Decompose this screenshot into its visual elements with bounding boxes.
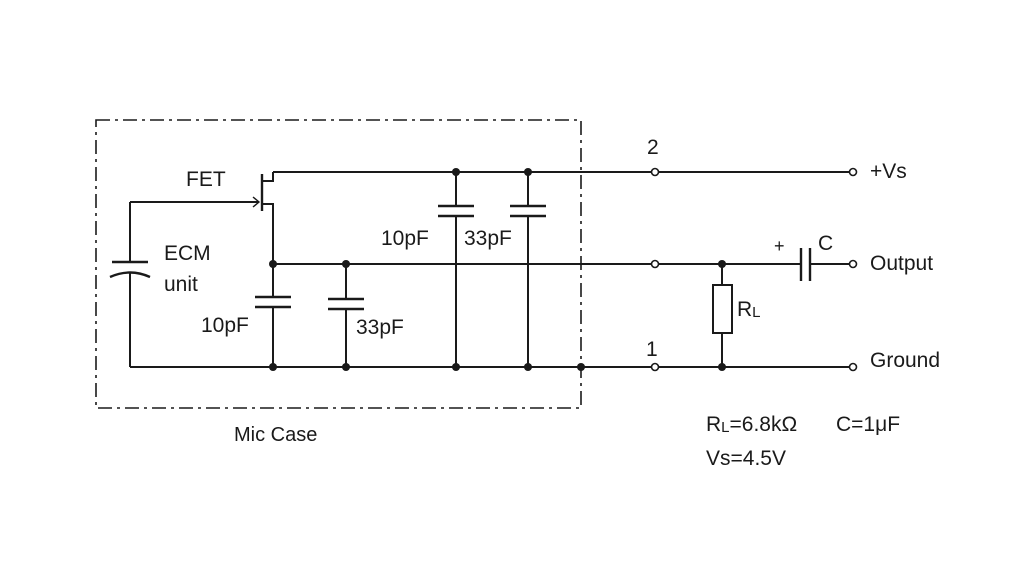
pin-1-label: 1 (646, 338, 658, 361)
cap-top-33pf-label: 33pF (464, 227, 512, 250)
fet-drain (262, 172, 274, 182)
rl-label: RL (737, 299, 761, 320)
vs-terminal (848, 167, 858, 177)
junction-dot (342, 363, 350, 371)
junction-dot (524, 168, 532, 176)
ecm-label-line2: unit (164, 273, 198, 296)
junction-dot (524, 363, 532, 371)
fet-label: FET (186, 168, 226, 191)
junction-dot (577, 363, 585, 371)
cap-inner-10pf-label: 10pF (201, 314, 249, 337)
junction-dot (269, 363, 277, 371)
cap-inner-33pf-label: 33pF (356, 316, 404, 339)
rl-resistor-body (712, 284, 733, 334)
junction-dot (452, 168, 460, 176)
output-terminal (848, 259, 858, 269)
vs-terminal-label: +Vs (870, 160, 907, 183)
pin-output-terminal (650, 259, 660, 269)
spec-rl-value: =6.8kΩ (729, 413, 798, 436)
ground-terminal (848, 362, 858, 372)
junction-dot (718, 363, 726, 371)
pin-2-terminal (650, 167, 660, 177)
junction-dot (718, 260, 726, 268)
pin-2-label: 2 (647, 136, 659, 159)
junction-dot (342, 260, 350, 268)
mic-case-label: Mic Case (234, 424, 318, 446)
fet-gate-arrow (252, 196, 261, 208)
spec-c: C=1μF (836, 413, 901, 436)
cap-top-10pf-label: 10pF (381, 227, 429, 250)
junction-dot (269, 260, 277, 268)
rl-label-main: R (737, 298, 753, 321)
spec-rl-sub: L (721, 419, 730, 436)
spec-rl-main: R (706, 413, 722, 436)
fet-source (262, 203, 274, 264)
ground-terminal-label: Ground (870, 349, 941, 372)
ecm-label-line1: ECM (164, 242, 211, 265)
cap-c-polarity: + (774, 236, 785, 256)
pin-1-terminal (650, 362, 660, 372)
spec-rl: RL=6.8kΩ (706, 414, 797, 435)
rl-label-sub: L (752, 304, 761, 321)
output-terminal-label: Output (870, 252, 934, 275)
junction-dot (452, 363, 460, 371)
spec-vs: Vs=4.5V (706, 447, 786, 470)
cap-c-label: C (818, 232, 834, 255)
